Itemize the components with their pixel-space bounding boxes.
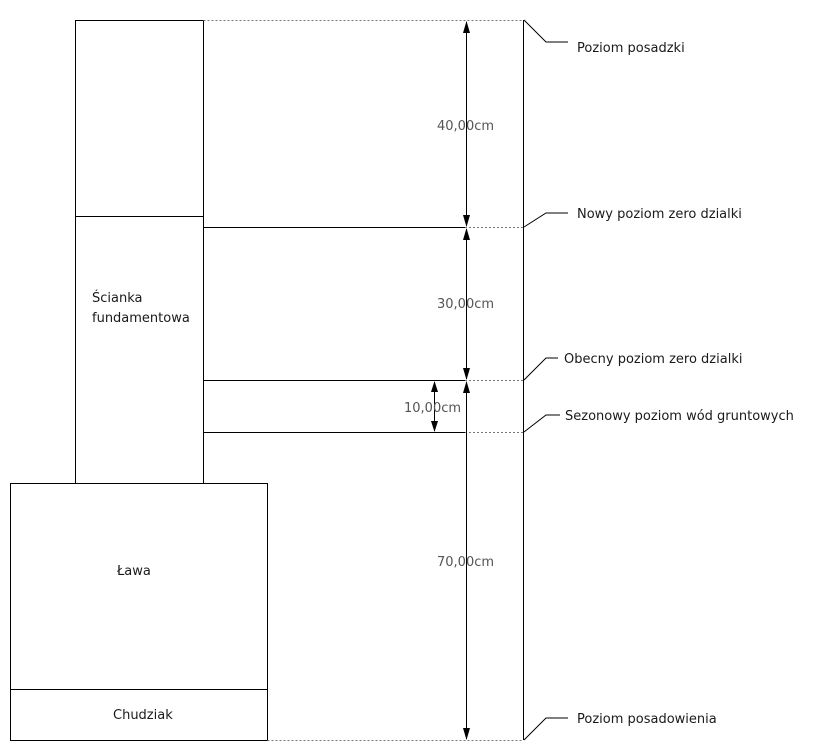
leader-new-ground: [523, 212, 568, 228]
current-ground-level-label: Obecny poziom zero dzialki: [564, 352, 742, 367]
leader-groundwater: [523, 414, 560, 433]
dim-arrow-70-top: [463, 381, 470, 393]
dim-arrow-30-bottom: [463, 368, 470, 380]
wall-label: fundamentowa: [92, 311, 190, 326]
dim-arrow-70-bottom: [463, 728, 470, 740]
dim-arrow-40-top: [463, 21, 470, 33]
dim-label-30: 30,00cm: [437, 297, 494, 312]
groundwater-level-label: Sezonowy poziom wód gruntowych: [565, 409, 794, 424]
wall-label: Ścianka: [92, 290, 142, 306]
dim-arrow-10-top: [431, 381, 438, 392]
floor-level-label: Poziom posadzki: [577, 41, 685, 56]
dim-label-40: 40,00cm: [437, 119, 494, 134]
leader-foundation: [523, 717, 568, 741]
dim-label-10: 10,00cm: [404, 401, 461, 416]
footing-label: Ława: [116, 564, 151, 579]
leader-current-ground: [523, 357, 558, 381]
dim-label-70: 70,00cm: [437, 555, 494, 570]
foundation-wall: [75, 20, 204, 484]
dim-arrow-30-top: [463, 228, 470, 240]
new-ground-level-label: Nowy poziom zero dzialki: [577, 207, 742, 222]
dim-arrow-40-bottom: [463, 215, 470, 227]
leader-floor: [523, 19, 568, 43]
lean-concrete-label: Chudziak: [113, 708, 173, 723]
dim-arrow-10-bottom: [431, 421, 438, 432]
footing: [10, 483, 268, 741]
foundation-level-label: Poziom posadowienia: [577, 712, 717, 727]
